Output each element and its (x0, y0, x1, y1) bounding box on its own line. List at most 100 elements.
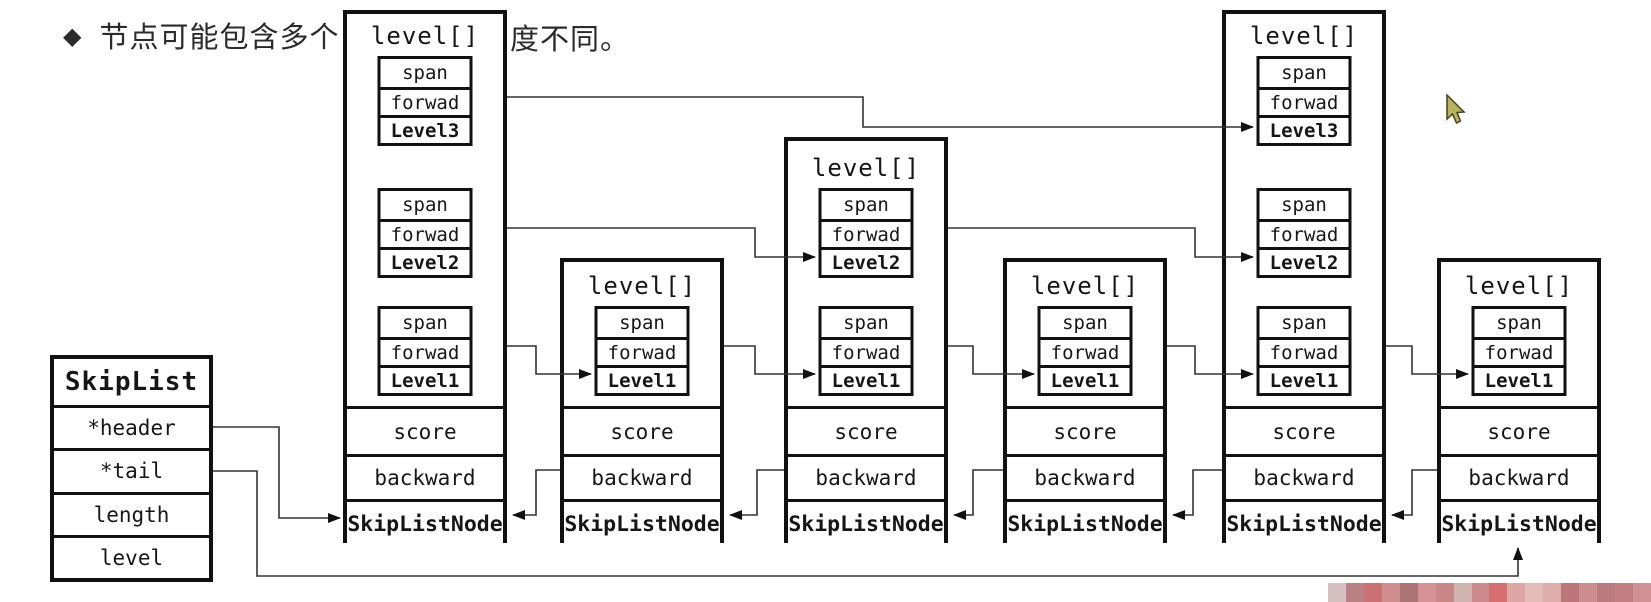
span-cell: span (402, 312, 448, 334)
censor-pixel-block (1525, 583, 1544, 602)
forward-cell: forwad (1259, 219, 1349, 247)
forward-cell: forwad (821, 337, 911, 365)
censor-pixel-block (1363, 583, 1382, 602)
span-cell: span (843, 194, 889, 216)
backward-cell: backward (564, 454, 720, 499)
note-text-right: 度不同。 (510, 22, 631, 56)
backward-cell: backward (1441, 454, 1597, 499)
span-cell: span (843, 312, 889, 334)
level-label-cell: Level1 (380, 365, 470, 393)
skiplist-field-header: *header (54, 405, 209, 448)
skiplist-struct-box: SkipList *header *tail length level (50, 355, 213, 582)
node-footer-skiplistnode: SkipListNode (1007, 499, 1163, 547)
censor-pixel-block (1471, 583, 1490, 602)
censor-pixel-block (1417, 583, 1436, 602)
forward-cell: forwad (821, 219, 911, 247)
level-array-title: level[] (1030, 272, 1140, 300)
censor-pixel-block (1381, 583, 1400, 602)
span-cell: span (1062, 312, 1108, 334)
span-cell: span (1281, 62, 1327, 84)
censor-pixel-block (1399, 583, 1418, 602)
skiplist-title: SkipList (64, 367, 199, 397)
node-footer-skiplistnode: SkipListNode (1441, 499, 1597, 547)
level-array-title: level[] (370, 22, 480, 50)
score-cell: score (1007, 406, 1163, 454)
pixelated-censor-bar (1328, 583, 1651, 602)
censor-pixel-block (1597, 583, 1615, 602)
level-array-title: level[] (1464, 272, 1574, 300)
forward-cell: forwad (380, 87, 470, 115)
level-label-cell: Level1 (597, 365, 687, 393)
node-footer-skiplistnode: SkipListNode (564, 499, 720, 547)
level-label-cell: Level1 (821, 365, 911, 393)
score-cell: score (347, 406, 503, 454)
diamond-bullet-icon: ◆ (63, 22, 82, 50)
span-cell: span (402, 62, 448, 84)
censor-pixel-block (1615, 583, 1633, 602)
level-array-title: level[] (1249, 22, 1359, 50)
level-label-cell: Level2 (1259, 247, 1349, 275)
censor-pixel-block (1632, 583, 1651, 602)
censor-pixel-block (1435, 583, 1454, 602)
score-cell: score (1226, 406, 1382, 454)
censor-pixel-block (1328, 583, 1346, 602)
level-label-cell: Level1 (1474, 365, 1564, 393)
score-cell: score (788, 406, 944, 454)
forward-cell: forwad (1040, 337, 1130, 365)
backward-cell: backward (1007, 454, 1163, 499)
score-cell: score (564, 406, 720, 454)
level-label-cell: Level2 (380, 247, 470, 275)
backward-cell: backward (347, 454, 503, 499)
span-cell: span (619, 312, 665, 334)
level-array-title: level[] (811, 154, 921, 182)
backward-cell: backward (1226, 454, 1382, 499)
forward-cell: forwad (380, 219, 470, 247)
forward-cell: forwad (1259, 337, 1349, 365)
censor-pixel-block (1561, 583, 1580, 602)
span-cell: span (1281, 194, 1327, 216)
censor-pixel-block (1579, 583, 1598, 602)
level-label-cell: Level1 (1259, 365, 1349, 393)
score-cell: score (1441, 406, 1597, 454)
backward-cell: backward (788, 454, 944, 499)
level-label-cell: Level3 (1259, 115, 1349, 143)
node-footer-skiplistnode: SkipListNode (788, 499, 944, 547)
node-footer-skiplistnode: SkipListNode (1226, 499, 1382, 547)
forward-cell: forwad (1259, 87, 1349, 115)
forward-cell: forwad (380, 337, 470, 365)
censor-pixel-block (1543, 583, 1562, 602)
node-footer-skiplistnode: SkipListNode (347, 499, 503, 547)
note-text-left: ◆节点可能包含多个 (63, 20, 340, 54)
censor-pixel-block (1453, 583, 1472, 602)
skiplist-field-tail: *tail (54, 448, 209, 491)
level-label-cell: Level3 (380, 115, 470, 143)
span-cell: span (402, 194, 448, 216)
forward-cell: forwad (597, 337, 687, 365)
censor-pixel-block (1489, 583, 1508, 602)
level-label-cell: Level2 (821, 247, 911, 275)
censor-pixel-block (1507, 583, 1526, 602)
span-cell: span (1281, 312, 1327, 334)
censor-pixel-block (1345, 583, 1364, 602)
skiplist-field-length: length (54, 491, 209, 535)
level-label-cell: Level1 (1040, 365, 1130, 393)
forward-cell: forwad (1474, 337, 1564, 365)
